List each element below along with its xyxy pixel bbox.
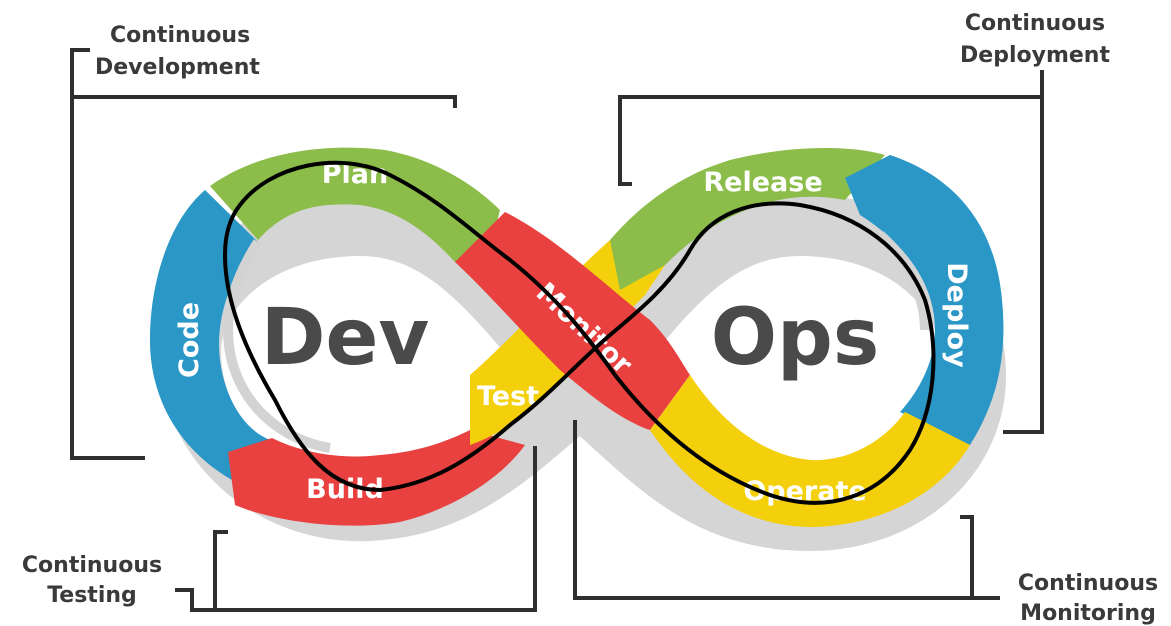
segment-release [610,148,885,290]
brackets [70,48,1044,612]
label-deploy: Deploy [941,262,972,368]
segment-code [150,190,270,480]
phase-monitoring-line1: Continuous [1018,571,1158,596]
phase-deployment-line2: Deployment [960,43,1110,68]
label-test: Test [477,381,539,412]
bracket-testing [175,446,537,612]
hand-drawn-loop [222,160,936,505]
phase-development-line1: Continuous [110,23,250,48]
phase-testing-line2: Testing [47,583,137,608]
segment-operate [650,375,970,528]
phase-development-line2: Development [95,55,260,80]
phase-deployment-line1: Continuous [965,11,1105,36]
dev-title: Dev [261,293,430,383]
segment-build [228,430,525,526]
phase-monitoring-line2: Monitoring [1020,601,1156,626]
ops-title: Ops [711,293,880,383]
segment-plan [210,147,500,262]
segment-deploy [845,155,1004,445]
label-code: Code [174,302,205,378]
phase-testing-line1: Continuous [22,553,162,578]
inner-bevel-left [222,239,331,453]
label-release: Release [703,167,822,198]
bracket-development [70,48,457,460]
bracket-monitoring [573,420,1000,600]
bracket-deployment [618,70,1044,434]
